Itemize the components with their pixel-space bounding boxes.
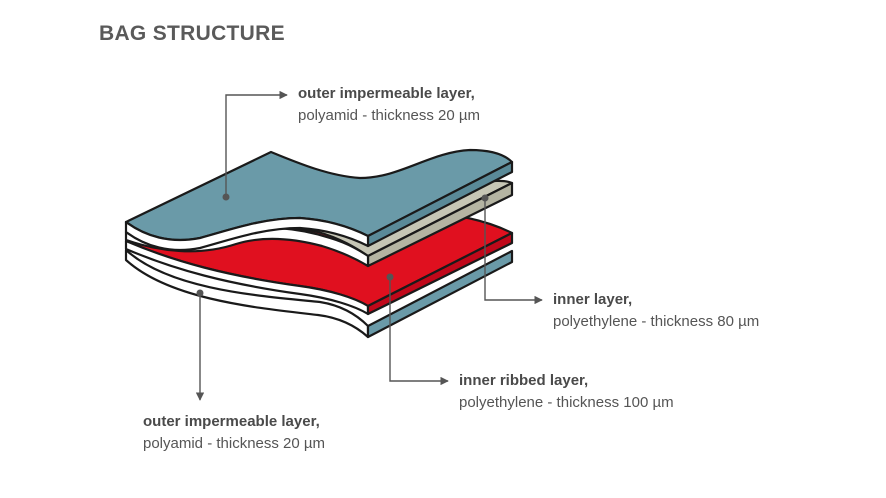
label-detail: polyamid - thickness 20 µm xyxy=(143,435,326,452)
bottom-outer-layer xyxy=(124,248,514,339)
label-title: outer impermeable layer, xyxy=(143,413,320,430)
leader-line xyxy=(389,277,449,386)
label-detail: polyethylene - thickness 100 µm xyxy=(459,394,674,411)
leader-bottom-outer xyxy=(195,289,205,401)
leader-top-outer xyxy=(222,90,288,201)
leader-line xyxy=(484,198,543,305)
label-inner-layer: inner layer, polyethylene - thickness 80… xyxy=(553,289,759,333)
ribbed-layer-edge xyxy=(366,231,514,316)
page-title: BAG STRUCTURE xyxy=(99,22,285,45)
label-title: inner layer, xyxy=(553,291,633,308)
label-detail: polyethylene - thickness 80 µm xyxy=(553,313,760,330)
leader-inner xyxy=(481,194,543,305)
label-title: inner ribbed layer, xyxy=(459,372,589,389)
bottom-outer-layer-edge xyxy=(366,249,514,339)
label-ribbed-layer: inner ribbed layer, polyethylene - thick… xyxy=(459,370,674,414)
label-bottom-outer-layer: outer impermeable layer, polyamid - thic… xyxy=(143,411,325,455)
leader-line xyxy=(225,90,288,197)
label-title: outer impermeable layer, xyxy=(298,85,475,102)
top-outer-layer xyxy=(124,148,514,252)
leader-ribbed xyxy=(386,273,449,386)
label-top-outer-layer: outer impermeable layer, polyamid - thic… xyxy=(298,83,480,127)
top-outer-layer-side xyxy=(124,216,370,252)
label-detail: polyamid - thickness 20 µm xyxy=(298,107,481,124)
